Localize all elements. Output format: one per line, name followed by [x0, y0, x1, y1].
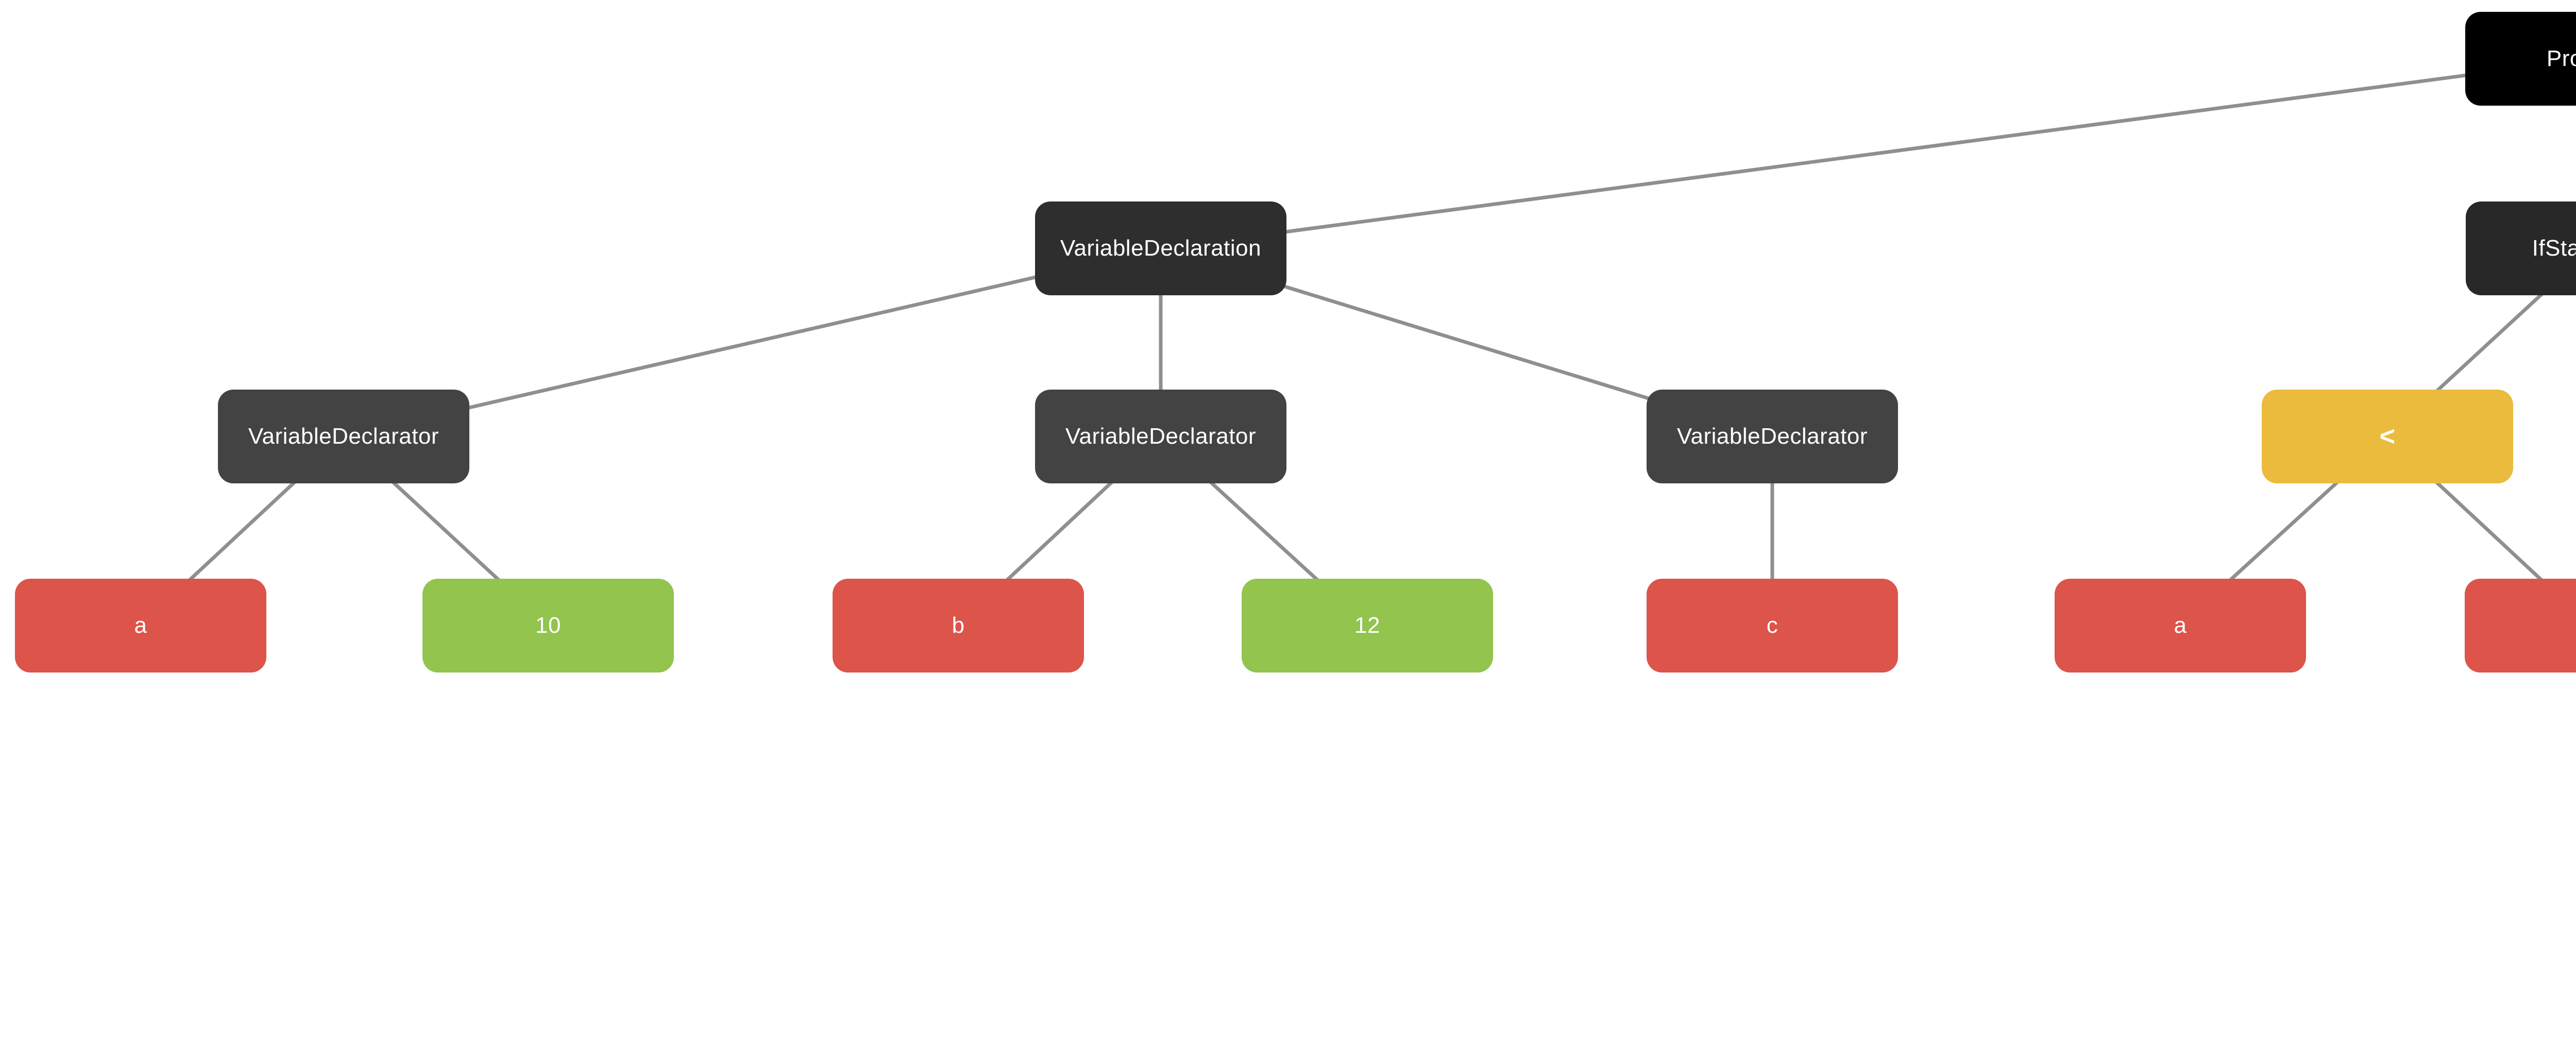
ast-node-label: c [1766, 613, 1778, 638]
ast-node-label: b [952, 613, 965, 638]
ast-node-variable-declarator-1[interactable]: VariableDeclarator [218, 390, 469, 483]
ast-node-label: VariableDeclarator [1676, 424, 1868, 449]
ast-node-label: a [2174, 613, 2187, 638]
ast-node-literal-12[interactable]: 12 [1242, 579, 1493, 673]
ast-node-label: 12 [1354, 613, 1380, 638]
ast-node-label: VariableDeclaration [1060, 236, 1262, 261]
ast-node-label: 10 [535, 613, 561, 638]
tree-edge [1160, 59, 2576, 250]
ast-node-variable-declaration[interactable]: VariableDeclaration [1035, 201, 1286, 295]
ast-node-label: Program [2546, 46, 2576, 71]
ast-node-label: VariableDeclarator [248, 424, 439, 449]
ast-node-identifier-b-1[interactable]: b [833, 579, 1084, 673]
ast-node-label: < [2379, 422, 2396, 451]
ast-node-program[interactable]: Program [2465, 12, 2576, 106]
ast-node-label: IfStatement [2532, 236, 2576, 261]
ast-node-if-statement[interactable]: IfStatement [2466, 201, 2576, 295]
tree-edge [343, 246, 1161, 439]
ast-node-literal-10[interactable]: 10 [422, 579, 674, 673]
ast-node-label: VariableDeclarator [1065, 424, 1257, 449]
ast-node-variable-declarator-2[interactable]: VariableDeclarator [1035, 390, 1286, 483]
ast-node-identifier-c-1[interactable]: c [1647, 579, 1898, 673]
ast-node-label: a [134, 613, 147, 638]
ast-node-identifier-a-2[interactable]: a [2055, 579, 2306, 673]
ast-node-less-than-operator[interactable]: < [2262, 390, 2513, 483]
ast-node-identifier-b-2[interactable]: b [2465, 579, 2576, 673]
ast-node-identifier-a-1[interactable]: a [15, 579, 266, 673]
ast-node-variable-declarator-3[interactable]: VariableDeclarator [1647, 390, 1898, 483]
